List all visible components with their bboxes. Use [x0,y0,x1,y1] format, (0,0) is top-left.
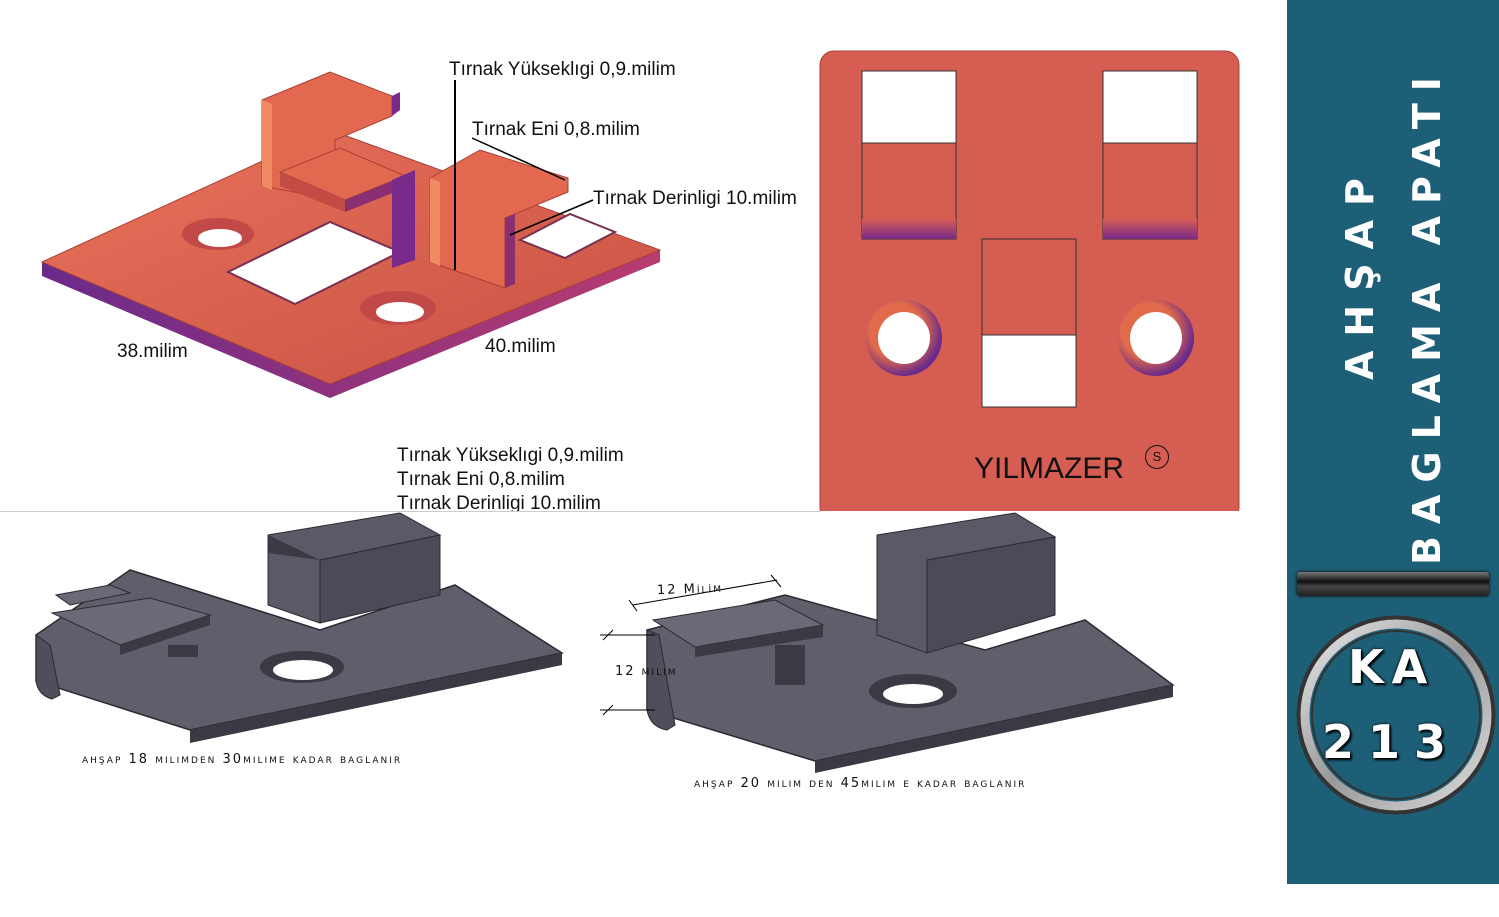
callout-tab-depth: Tırnak Derinligi 10.milim [593,188,797,209]
title-sidebar [1287,0,1499,884]
isometric-clip-drawing [40,71,662,398]
plan-view-drawing [819,50,1240,511]
spec-line-height: Tırnak Yükseklıgi 0,9.milim [397,445,624,466]
brand-mark: S [1145,445,1169,469]
divider-line [0,511,820,512]
caption-small-clip: ahşap 18 milimden 30milime kadar baglanı… [82,752,403,767]
badge-line-213: 213 [1322,715,1461,769]
model-badge-ring [1296,615,1496,815]
sidebar-title-line2: BAGLAMA APATI [1405,65,1449,565]
spec-line-depth: Tırnak Derinligi 10.milim [397,493,601,511]
spec-line-width: Tırnak Eni 0,8.milim [397,469,565,490]
dimension-38: 38.milim [117,341,188,362]
caption-large-clip: ahşap 20 milim den 45milim e kadar bagla… [694,776,1027,791]
clip-large-drawing [600,512,1175,773]
plan-window-right [1102,70,1198,144]
callout-tab-width: Tırnak Eni 0,8.milim [472,119,640,140]
sidebar-title-line1: AHŞAP [1338,164,1382,380]
badge-line-ka: KA [1348,640,1436,694]
callout-tab-height: Tırnak Yükseklıgi 0,9.milim [449,59,676,80]
sidebar-divider-bar [1297,572,1489,596]
brand-name: YILMAZER [974,452,1125,485]
clip-small-drawing [35,512,564,743]
plate-slot-right [517,212,618,260]
plan-window-left [861,70,957,144]
dimension-side-12: 12 milim [615,664,678,679]
leader-lines [454,80,594,270]
plan-window-center [981,334,1077,408]
dimension-top-12: 12 Mi̇li̇m [656,580,724,599]
dimension-40: 40.milim [485,336,556,357]
